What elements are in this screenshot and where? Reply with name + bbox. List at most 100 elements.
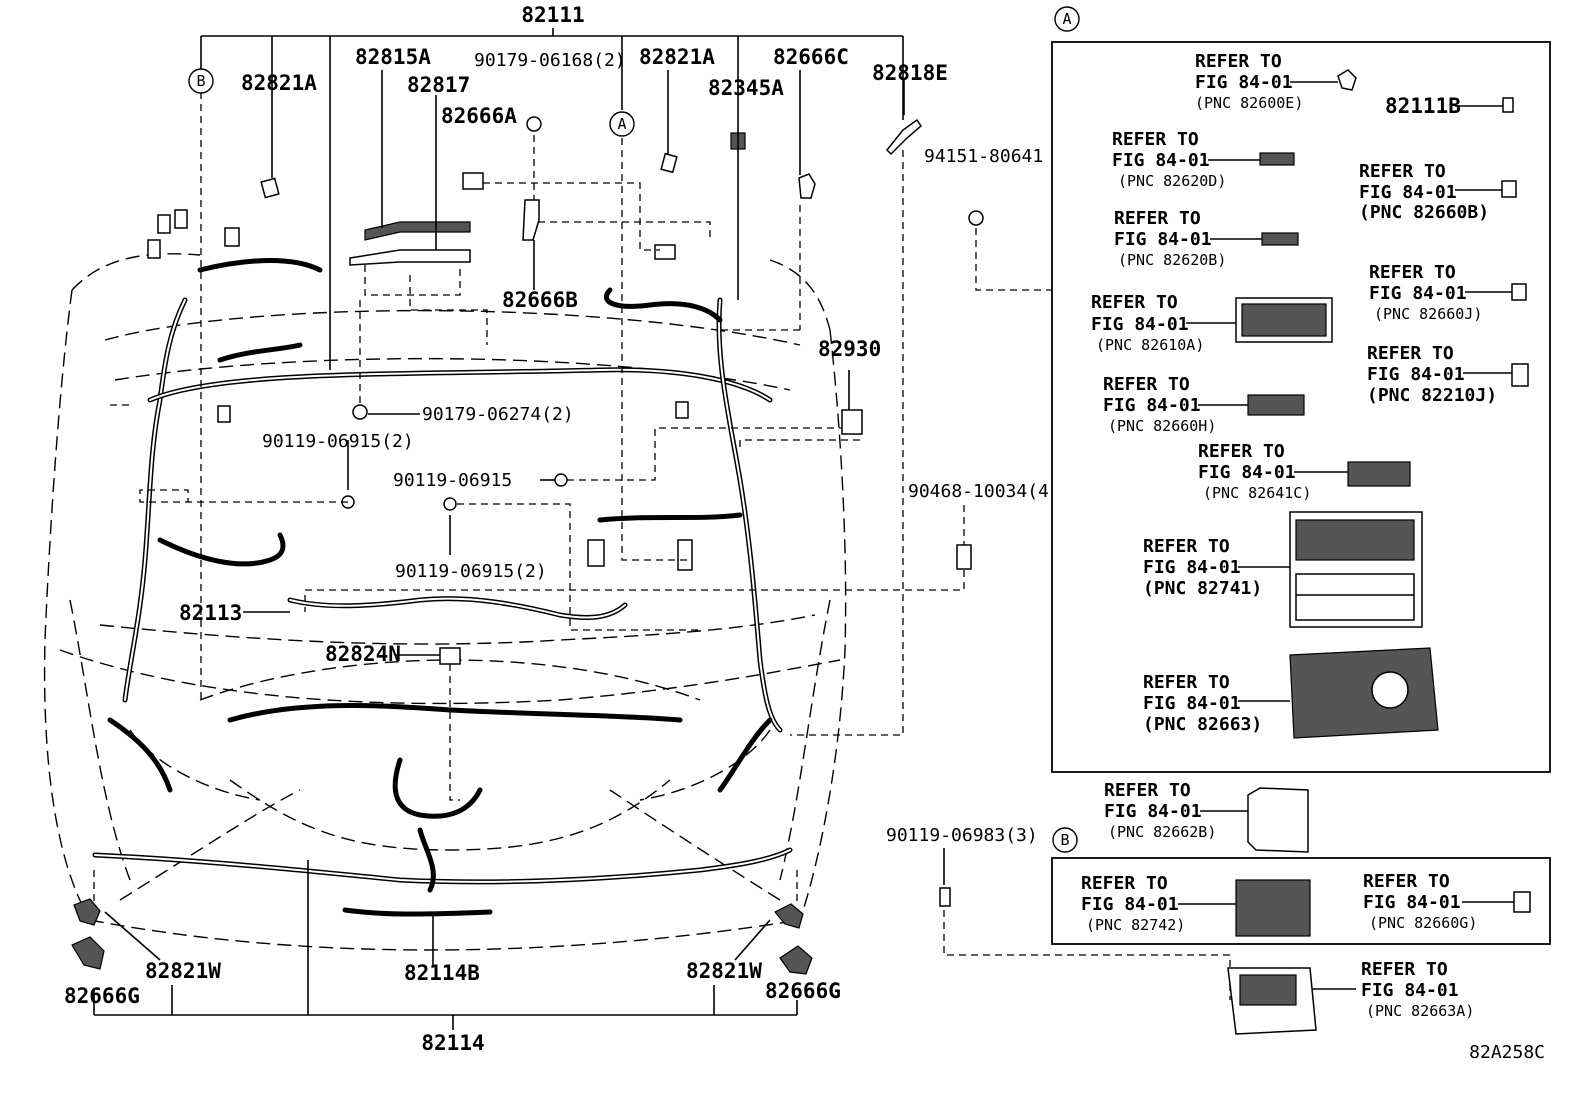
label-82815a: 82815A [355, 45, 431, 69]
label-82821a-right: 82821A [639, 45, 715, 69]
svg-text:A: A [617, 115, 626, 133]
label-90119-06983: 90119-06983(3) [886, 825, 1038, 846]
label-82821w-left: 82821W [145, 959, 221, 983]
label-82824n: 82824N [325, 642, 401, 666]
svg-text:FIG 84-01: FIG 84-01 [1363, 892, 1461, 913]
svg-text:(PNC 82660J): (PNC 82660J) [1374, 305, 1482, 323]
ref-82660b: REFER TO FIG 84-01 (PNC 82660B) [1359, 161, 1517, 223]
svg-text:REFER TO: REFER TO [1359, 161, 1446, 182]
svg-text:FIG 84-01: FIG 84-01 [1369, 283, 1467, 304]
label-82666a: 82666A [441, 104, 517, 128]
svg-text:FIG 84-01: FIG 84-01 [1143, 693, 1241, 714]
svg-text:FIG 84-01: FIG 84-01 [1104, 801, 1202, 822]
svg-text:(PNC 82600E): (PNC 82600E) [1195, 94, 1303, 112]
label-90468-10034: 90468-10034(4) [908, 481, 1060, 502]
bumper-harness-82114 [92, 703, 793, 917]
callout-a-center: A [609, 111, 635, 137]
svg-text:REFER TO: REFER TO [1143, 536, 1230, 557]
ref-82600e: REFER TO FIG 84-01 (PNC 82600E) [1195, 51, 1357, 112]
svg-text:(PNC 82662B): (PNC 82662B) [1108, 823, 1216, 841]
svg-text:REFER TO: REFER TO [1195, 51, 1282, 72]
svg-text:FIG 84-01: FIG 84-01 [1114, 229, 1212, 250]
svg-text:(PNC 82660B): (PNC 82660B) [1359, 202, 1489, 223]
svg-text:(PNC 82620B): (PNC 82620B) [1118, 251, 1226, 269]
svg-text:REFER TO: REFER TO [1104, 780, 1191, 801]
main-harness-82111 [122, 258, 783, 733]
connector-82111b [1502, 97, 1514, 113]
callout-a-box: A [1054, 6, 1080, 32]
label-90119-06915-c: 90119-06915(2) [395, 561, 547, 582]
ref-82210j: REFER TO FIG 84-01 (PNC 82210J) [1367, 343, 1529, 406]
label-90179-06168: 90179-06168(2) [474, 50, 626, 71]
svg-text:REFER TO: REFER TO [1114, 208, 1201, 229]
svg-text:(PNC 82610A): (PNC 82610A) [1096, 336, 1204, 354]
label-82345a: 82345A [708, 76, 784, 100]
ref-82663a: REFER TO FIG 84-01 (PNC 82663A) [1227, 959, 1474, 1035]
svg-text:B: B [1060, 831, 1069, 849]
label-82113: 82113 [179, 601, 242, 625]
label-82666g-right: 82666G [765, 979, 841, 1003]
ref-82620d: REFER TO FIG 84-01 (PNC 82620D) [1112, 129, 1295, 190]
label-82666b: 82666B [502, 288, 578, 312]
callout-b-left: B [188, 68, 214, 94]
svg-text:REFER TO: REFER TO [1363, 871, 1450, 892]
svg-text:(PNC 82741): (PNC 82741) [1143, 578, 1262, 599]
ref-82660g: REFER TO FIG 84-01 (PNC 82660G) [1363, 871, 1531, 932]
svg-text:REFER TO: REFER TO [1081, 873, 1168, 894]
harness-82113 [287, 596, 628, 621]
svg-text:FIG 84-01: FIG 84-01 [1367, 364, 1465, 385]
ref-82660j: REFER TO FIG 84-01 (PNC 82660J) [1369, 262, 1527, 323]
ref-82610a: REFER TO FIG 84-01 (PNC 82610A) [1091, 292, 1333, 354]
svg-text:REFER TO: REFER TO [1367, 343, 1454, 364]
diagram-id: 82A258C [1469, 1042, 1545, 1063]
part-labels: 82111 82821A 82815A 82817 90179-06168(2)… [64, 3, 1060, 1055]
svg-text:(PNC 82660H): (PNC 82660H) [1108, 417, 1216, 435]
svg-text:(PNC 82663A): (PNC 82663A) [1366, 1002, 1474, 1020]
svg-text:(PNC 82660G): (PNC 82660G) [1369, 914, 1477, 932]
svg-text:B: B [196, 72, 205, 90]
ref-82663: REFER TO FIG 84-01 (PNC 82663) [1143, 647, 1439, 739]
label-82114b: 82114B [404, 961, 480, 985]
label-82821w-right: 82821W [686, 959, 762, 983]
ref-82742: REFER TO FIG 84-01 (PNC 82742) [1081, 873, 1311, 937]
svg-text:FIG 84-01: FIG 84-01 [1112, 150, 1210, 171]
ref-82620b: REFER TO FIG 84-01 (PNC 82620B) [1114, 208, 1299, 269]
label-82821a-left: 82821A [241, 71, 317, 95]
svg-text:(PNC 82620D): (PNC 82620D) [1118, 172, 1226, 190]
svg-text:FIG 84-01: FIG 84-01 [1198, 462, 1296, 483]
callout-b-box: B [1052, 827, 1078, 853]
svg-text:(PNC 82742): (PNC 82742) [1086, 916, 1185, 934]
svg-text:FIG 84-01: FIG 84-01 [1361, 980, 1459, 1001]
svg-text:FIG 84-01: FIG 84-01 [1081, 894, 1179, 915]
ref-82662b: REFER TO FIG 84-01 (PNC 82662B) [1104, 780, 1309, 853]
connectors [71, 116, 984, 975]
svg-text:A: A [1062, 10, 1071, 28]
svg-text:REFER TO: REFER TO [1112, 129, 1199, 150]
svg-text:REFER TO: REFER TO [1369, 262, 1456, 283]
label-82666c: 82666C [773, 45, 849, 69]
bracket-82815a-82817 [349, 221, 471, 266]
svg-text:FIG 84-01: FIG 84-01 [1103, 395, 1201, 416]
label-82666g-left: 82666G [64, 984, 140, 1008]
svg-text:(PNC 82663): (PNC 82663) [1143, 714, 1262, 735]
svg-text:REFER TO: REFER TO [1103, 374, 1190, 395]
label-82111: 82111 [521, 3, 584, 27]
svg-text:FIG 84-01: FIG 84-01 [1143, 557, 1241, 578]
label-90179-06274: 90179-06274(2) [422, 404, 574, 425]
label-90119-06915-b: 90119-06915 [393, 470, 512, 491]
ref-82641c: REFER TO FIG 84-01 (PNC 82641C) [1198, 441, 1411, 502]
label-94151-80641: 94151-80641 [924, 146, 1043, 167]
svg-text:REFER TO: REFER TO [1091, 292, 1178, 313]
label-90119-06915-a: 90119-06915(2) [262, 431, 414, 452]
svg-text:REFER TO: REFER TO [1143, 672, 1230, 693]
svg-text:REFER TO: REFER TO [1198, 441, 1285, 462]
label-82930: 82930 [818, 337, 881, 361]
label-82111b: 82111B [1385, 94, 1461, 118]
ref-82660h: REFER TO FIG 84-01 (PNC 82660H) [1103, 374, 1305, 435]
label-82818e: 82818E [872, 61, 948, 85]
svg-text:(PNC 82210J): (PNC 82210J) [1367, 385, 1497, 406]
svg-text:(PNC 82641C): (PNC 82641C) [1203, 484, 1311, 502]
svg-text:FIG 84-01: FIG 84-01 [1359, 182, 1457, 203]
